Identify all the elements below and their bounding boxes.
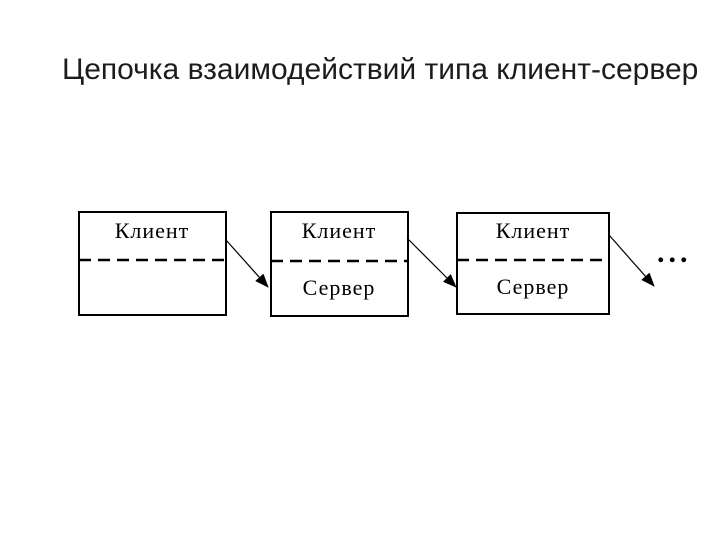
arrow-box2-to-box3 bbox=[406, 237, 457, 288]
arrow-box1-to-box2 bbox=[225, 239, 269, 288]
box-3-client-label: Клиент bbox=[496, 218, 571, 243]
box-3: Клиент Сервер bbox=[456, 212, 610, 315]
arrow-box3-to-continuation bbox=[608, 234, 655, 287]
box-2-server-label: Сервер bbox=[303, 275, 376, 300]
box-1-client-label: Клиент bbox=[115, 218, 190, 243]
box-2-client-label: Клиент bbox=[302, 218, 377, 243]
box-3-outline bbox=[456, 212, 610, 315]
box-1-outline bbox=[78, 211, 227, 316]
box-2: Клиент Сервер bbox=[270, 211, 409, 317]
box-3-server-label: Сервер bbox=[497, 274, 570, 299]
chain-continues-ellipsis: ... bbox=[657, 236, 692, 269]
slide-title: Цепочка взаимодействий типа клиент-серве… bbox=[62, 53, 699, 86]
box-2-outline bbox=[270, 211, 409, 317]
box-1: Клиент bbox=[78, 211, 227, 316]
